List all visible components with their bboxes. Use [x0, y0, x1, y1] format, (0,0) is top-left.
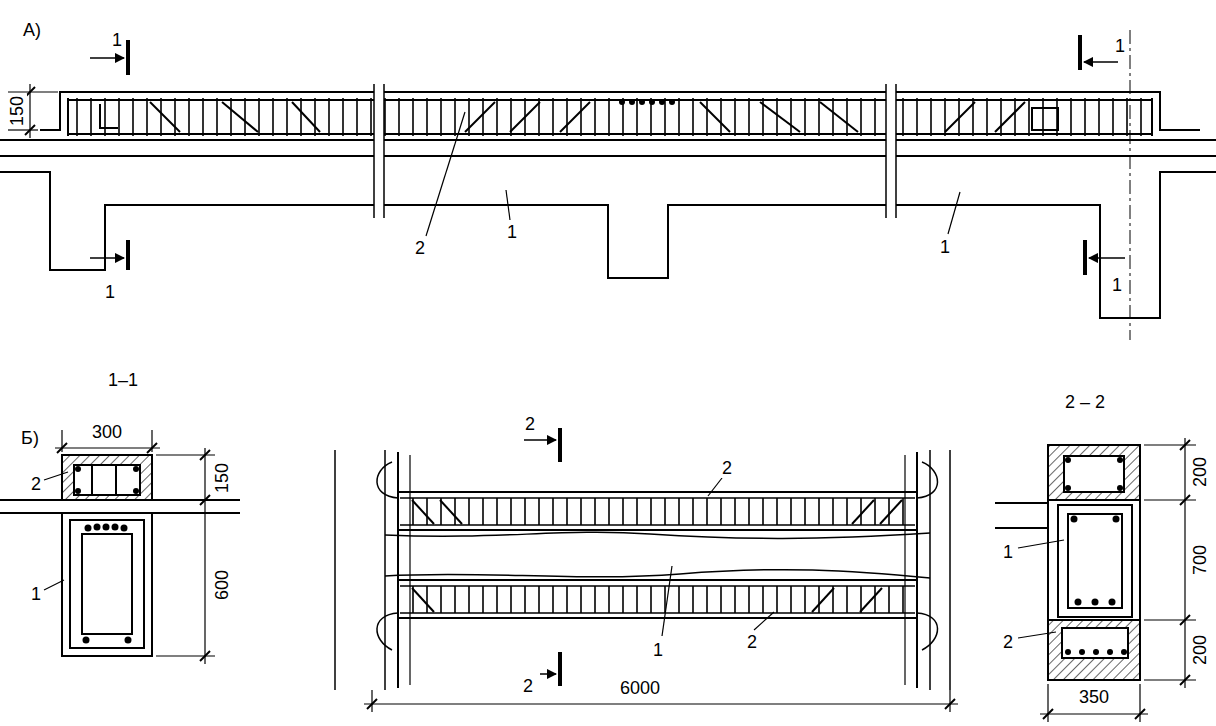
callout-label: 2	[745, 632, 759, 652]
callout-label: 2	[521, 676, 535, 696]
callout-label: 6000	[618, 678, 662, 698]
callout-label: 1	[110, 30, 124, 50]
dimension-label: 200	[1190, 455, 1210, 489]
callout-label: 1	[651, 640, 665, 660]
callout-label: 1	[505, 222, 519, 242]
callout-label: 1	[1113, 36, 1127, 56]
callout-label: Б)	[19, 428, 41, 448]
dimension-label: 150	[212, 461, 232, 495]
callout-label: 2	[720, 458, 734, 478]
callout-label: 1	[1001, 542, 1015, 562]
dimension-label: 200	[1190, 633, 1210, 667]
callout-label: 1	[29, 584, 43, 604]
callout-label: 1	[938, 237, 952, 257]
callout-label: 1	[103, 282, 117, 302]
callout-label: 2	[413, 238, 427, 258]
callout-label: 2	[29, 474, 43, 494]
callout-label: 1	[1110, 275, 1124, 295]
dimension-label: 150	[7, 94, 27, 128]
callout-label: 2 – 2	[1063, 392, 1107, 412]
dimension-label: 700	[1190, 543, 1210, 577]
callout-label: 2	[1001, 632, 1015, 652]
callout-label: А)	[21, 20, 43, 40]
callout-label: 300	[90, 422, 124, 442]
callout-label: 350	[1077, 687, 1111, 707]
dimension-label: 600	[212, 568, 232, 602]
callout-label: 2	[523, 414, 537, 434]
callout-label: 1–1	[106, 370, 140, 390]
